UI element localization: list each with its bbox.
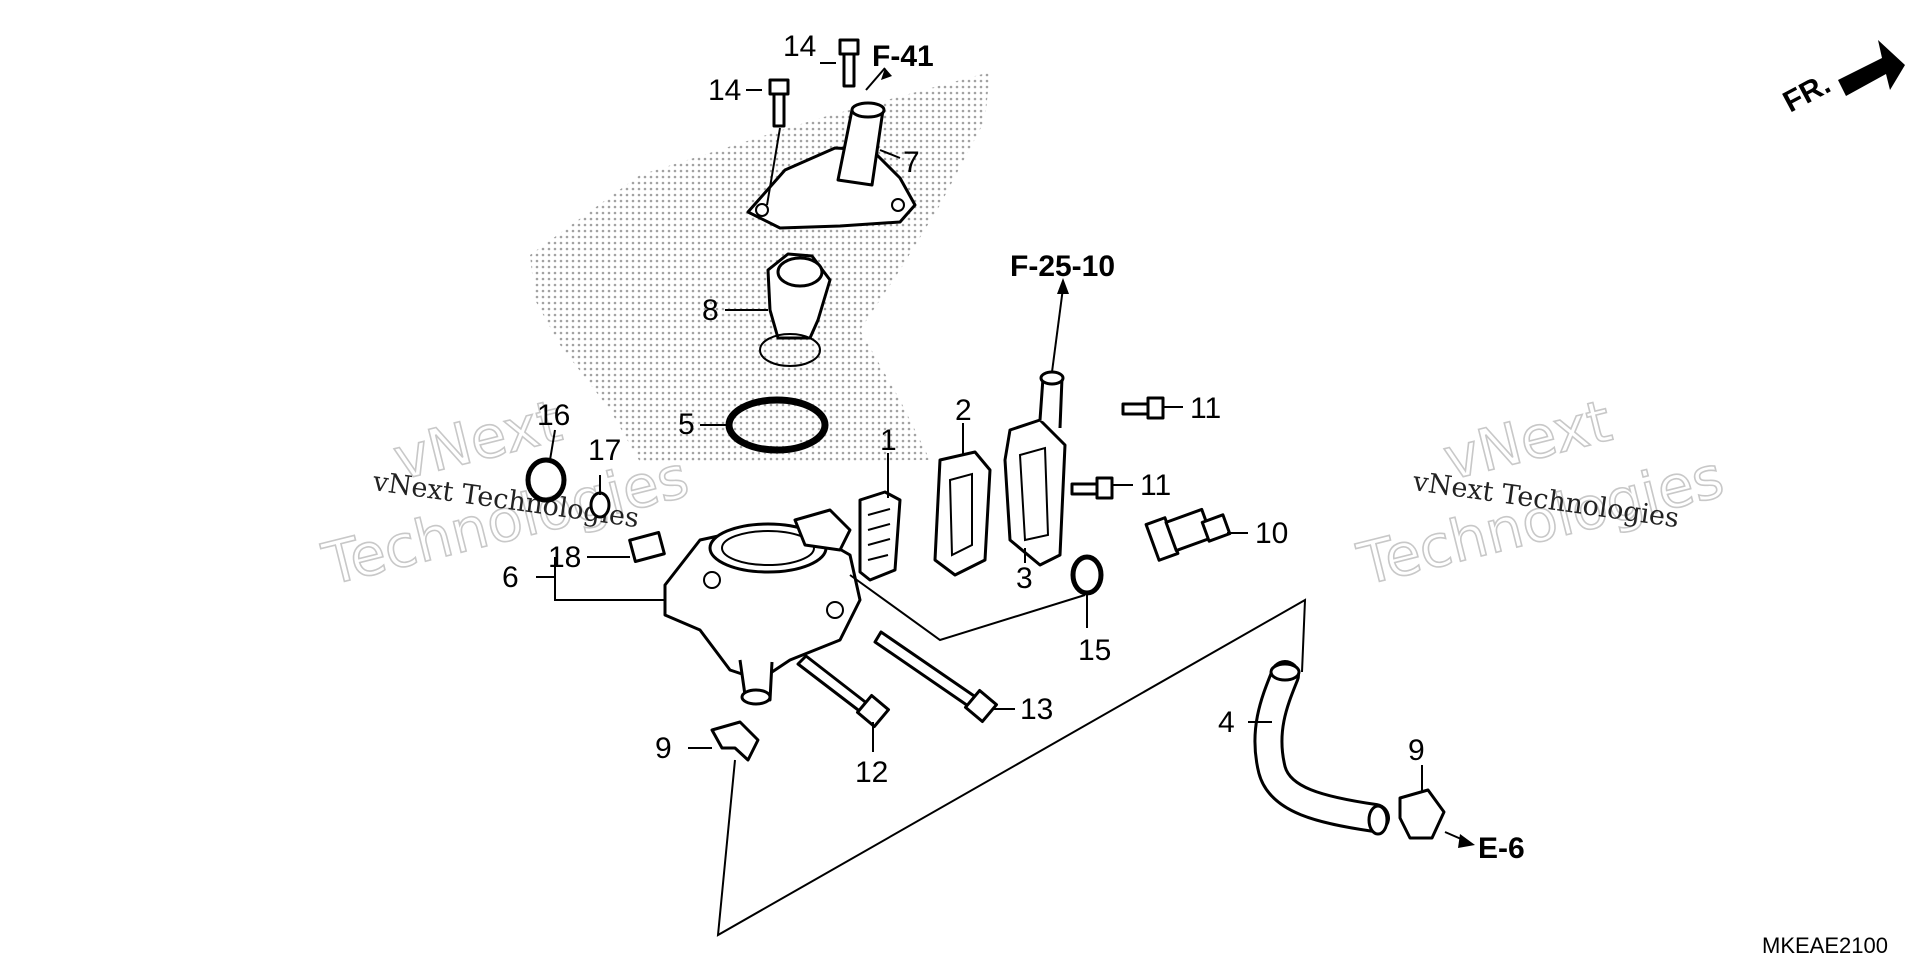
front-direction-arrow: FR. <box>1778 40 1905 119</box>
callout-4: 4 <box>1218 706 1235 739</box>
callout-1: 1 <box>880 424 897 457</box>
callout-18: 18 <box>548 541 581 574</box>
ref-e6: E-6 <box>1478 832 1525 865</box>
bolt-13 <box>873 630 998 723</box>
ref-f41: F-41 <box>872 40 934 73</box>
callout-2: 2 <box>955 394 972 427</box>
water-hose-4 <box>1253 660 1390 836</box>
hose-clamp-9 <box>710 720 1446 840</box>
diagram-code: MKEAE2100 <box>1762 933 1888 958</box>
filter-screen-1 <box>858 490 902 582</box>
callout-5: 5 <box>678 408 695 441</box>
washer-15 <box>1070 554 1104 596</box>
callout-14-lower: 14 <box>708 74 741 107</box>
callout-6: 6 <box>502 561 519 594</box>
callout-11-lower: 11 <box>1140 469 1171 502</box>
thermostat <box>759 252 832 367</box>
callout-14-upper: 14 <box>783 30 816 63</box>
bolt-11 <box>1070 396 1165 500</box>
callout-10: 10 <box>1255 517 1288 550</box>
gasket-2 <box>933 450 992 577</box>
temperature-sensor-10 <box>1144 507 1232 562</box>
callout-15: 15 <box>1078 634 1111 667</box>
svg-text:FR.: FR. <box>1778 67 1836 119</box>
dowel-pin-17 <box>589 491 611 519</box>
water-pipe-3 <box>1003 370 1067 567</box>
callout-12: 12 <box>855 756 888 789</box>
callout-16: 16 <box>537 399 570 432</box>
bolt-12 <box>796 654 890 728</box>
thermostat-housing-6 <box>663 508 862 706</box>
callout-9-right: 9 <box>1408 734 1425 767</box>
water-hose-joint <box>746 101 917 230</box>
leader-lines <box>536 62 1475 937</box>
callout-17: 17 <box>588 434 621 467</box>
callout-7: 7 <box>903 146 920 179</box>
callout-9-left: 9 <box>655 732 672 765</box>
reference-codes: F-41 F-25-10 E-6 <box>872 40 1525 865</box>
ref-f25-10: F-25-10 <box>1010 250 1115 283</box>
callout-8: 8 <box>702 294 719 327</box>
o-ring-16 <box>525 457 567 503</box>
callout-13: 13 <box>1020 693 1053 726</box>
collar-18 <box>628 530 666 564</box>
callout-11-upper: 11 <box>1190 392 1221 425</box>
callouts: 14 14 7 8 5 1 2 3 11 11 10 15 16 17 18 6… <box>502 30 1425 789</box>
callout-3: 3 <box>1016 562 1033 595</box>
flange-bolt-14 <box>768 38 860 128</box>
